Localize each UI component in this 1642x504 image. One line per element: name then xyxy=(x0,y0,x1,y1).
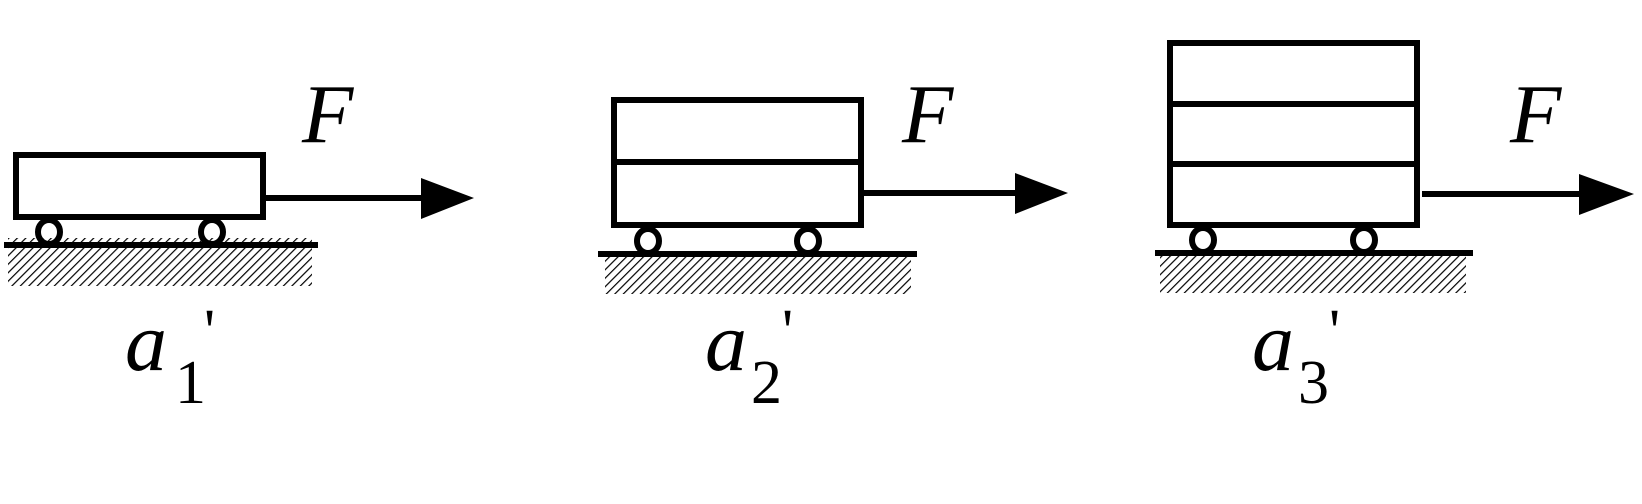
cart-2-right-wheel xyxy=(794,226,822,256)
acceleration-label-1: a 1 ' xyxy=(125,296,215,417)
force-arrow-head-2 xyxy=(1015,173,1068,214)
cart-1-left-wheel xyxy=(35,217,63,247)
cart-1-right-wheel xyxy=(198,217,226,247)
cart-3-group: F a 3 ' xyxy=(1155,40,1634,417)
cart-1-group: F a 1 ' xyxy=(4,68,474,417)
acc-subscript-3: 3 xyxy=(1298,349,1329,417)
ground-hatch-3 xyxy=(1160,253,1466,293)
force-arrow-head-3 xyxy=(1579,174,1634,215)
cart-2-group: F a 2 ' xyxy=(598,68,1068,417)
cart-3-body xyxy=(1167,40,1420,228)
cart-2-left-wheel xyxy=(634,226,662,256)
ground-hatch-2 xyxy=(605,254,911,294)
cart-3-right-wheel xyxy=(1350,225,1378,255)
acc-prime-3: ' xyxy=(1329,298,1340,366)
acceleration-label-3: a 3 ' xyxy=(1252,296,1340,417)
acc-symbol-2: a xyxy=(705,296,747,389)
cart-1-body xyxy=(13,152,266,220)
cart-3-left-wheel xyxy=(1189,225,1217,255)
acc-subscript-2: 2 xyxy=(751,349,782,417)
force-arrow-head-1 xyxy=(421,178,474,219)
force-label-1: F xyxy=(301,68,355,161)
acceleration-label-2: a 2 ' xyxy=(705,296,793,417)
acc-symbol-1: a xyxy=(125,296,167,389)
force-label-3: F xyxy=(1509,68,1563,161)
acc-prime-1: ' xyxy=(204,298,215,366)
acc-prime-2: ' xyxy=(782,298,793,366)
force-label-2: F xyxy=(901,68,955,161)
acc-symbol-3: a xyxy=(1252,296,1294,389)
acc-subscript-1: 1 xyxy=(175,349,206,417)
